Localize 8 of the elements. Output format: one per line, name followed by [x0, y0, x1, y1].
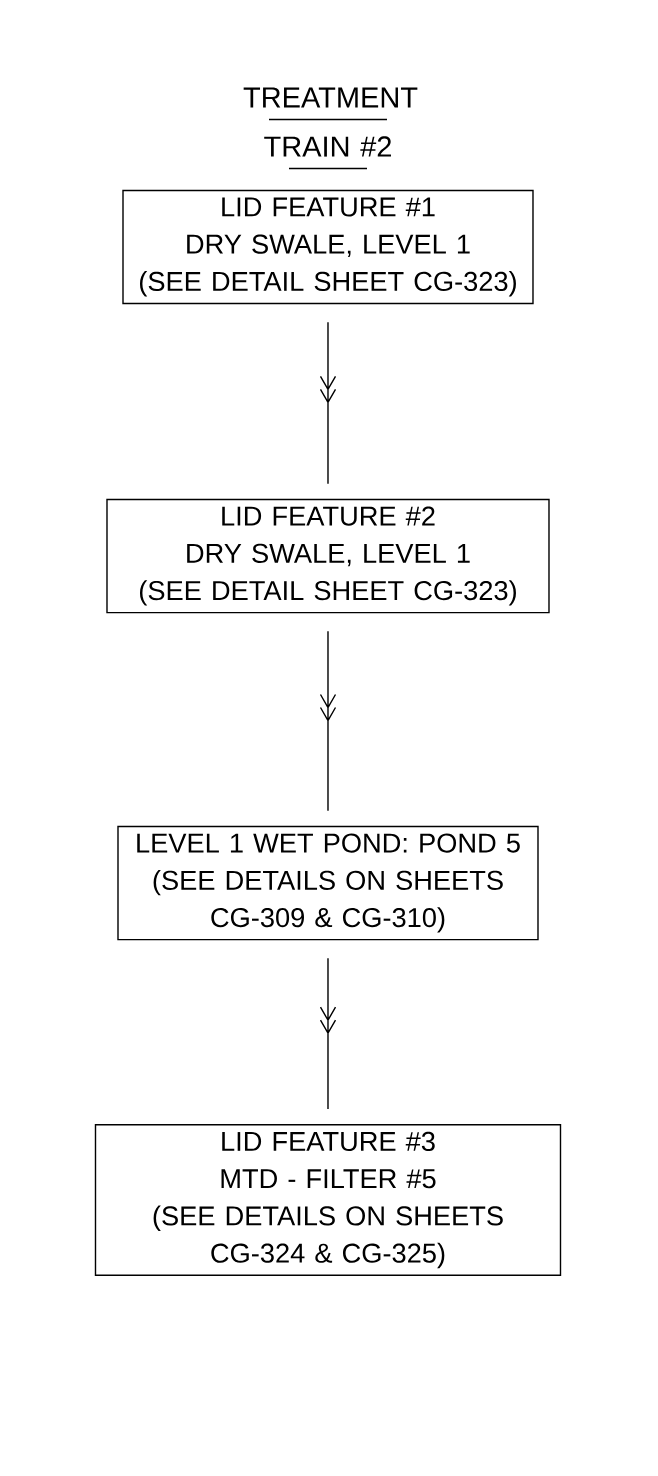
- process-box: LEVEL 1 WET POND: POND 5 (SEE DETAILS ON SHEETS CG-309 & CG-310): [117, 825, 539, 941]
- process-box: LID FEATURE #3 MTD - FILTER #5 (SEE DETAILS ON SHEETS CG-324 & CG-325): [94, 1124, 562, 1276]
- arrow: [319, 957, 337, 1110]
- process-box: LID FEATURE #1 DRY SWALE, LEVEL 1 (SEE DETAIL SHEET CG-323): [122, 189, 534, 305]
- arrow: [319, 321, 337, 485]
- title: TREATMENT TRAIN #2: [243, 87, 418, 157]
- arrow: [319, 630, 337, 812]
- process-box: LID FEATURE #2 DRY SWALE, LEVEL 1 (SEE DETAIL SHEET CG-323): [106, 498, 550, 614]
